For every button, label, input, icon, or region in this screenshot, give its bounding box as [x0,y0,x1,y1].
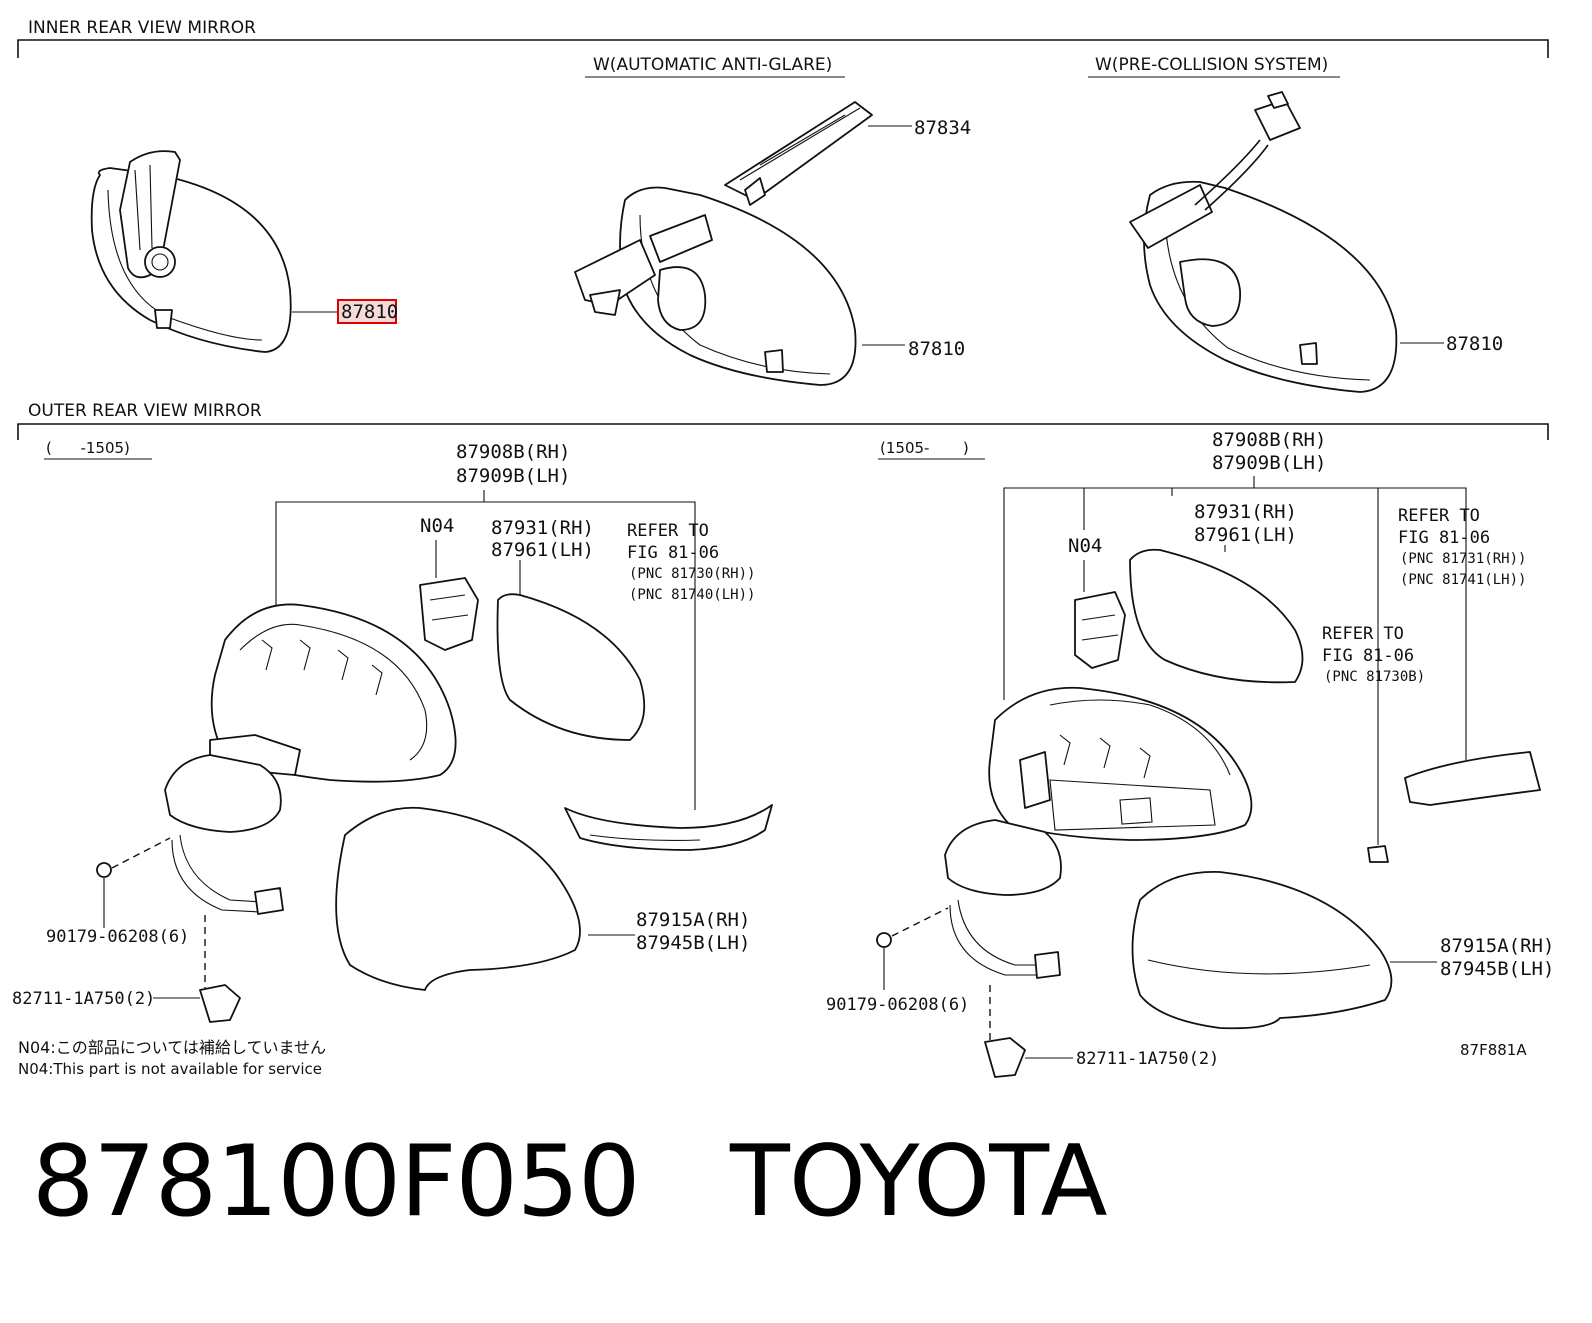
variant-anti-glare-label: W(AUTOMATIC ANTI-GLARE) [593,55,832,75]
label-refer-pnc-rh-left: (PNC 81730(RH)) [629,566,755,582]
label-87961-left: 87961(LH) [491,539,594,561]
label-87945b-left: 87945B(LH) [636,932,750,954]
label-87915a-left: 87915A(RH) [636,909,750,931]
diagram-code: 87F881A [1460,1041,1527,1059]
note-n04-japanese: N04:この部品については補給していません [18,1038,326,1057]
label-refer-pnc-rh-right: (PNC 81731(RH)) [1400,551,1526,567]
label-87909b-left: 87909B(LH) [456,465,570,487]
label-refer-b-pnc-right: (PNC 81730B) [1324,669,1425,685]
label-87931-right: 87931(RH) [1194,501,1297,523]
label-87908b-right: 87908B(RH) [1212,429,1326,451]
footer-brand: TOYOTA [730,1125,1108,1239]
highlight-box-87810 [337,299,397,324]
label-87945b-right: 87945B(LH) [1440,958,1554,980]
label-82711-left: 82711-1A750(2) [12,989,155,1009]
label-90179-right: 90179-06208(6) [826,995,969,1015]
part-label-87834: 87834 [914,117,971,139]
part-label-87810-highlight: 87810 [341,301,398,323]
range-left-label: ( -1505) [46,439,130,457]
label-87915a-right: 87915A(RH) [1440,935,1554,957]
inner-mirror-anti-glare [574,101,873,386]
label-87931-left: 87931(RH) [491,517,594,539]
inner-section-title: INNER REAR VIEW MIRROR [28,18,256,38]
footer-part-line: 878100F050 TOYOTA [32,1125,1108,1239]
note-n04-english: N04:This part is not available for servi… [18,1060,322,1078]
outer-mirror-right-assembly [876,476,1541,1078]
outer-mirror-left-assembly [96,490,773,1023]
inner-section-frame [17,39,1549,58]
label-refer-fig-left: FIG 81-06 [627,543,719,563]
inner-mirror-pre-collision [1129,91,1398,393]
label-n04-left: N04 [420,515,454,537]
variant-pre-collision-label: W(PRE-COLLISION SYSTEM) [1095,55,1328,75]
label-n04-right: N04 [1068,535,1102,557]
inner-mirror-standard [90,150,292,353]
range-right-label: (1505- ) [880,439,969,457]
label-82711-right: 82711-1A750(2) [1076,1049,1219,1069]
label-refer-b-fig-right: FIG 81-06 [1322,646,1414,666]
label-87961-right: 87961(LH) [1194,524,1297,546]
part-label-87810-c: 87810 [1446,333,1503,355]
label-refer-to-right: REFER TO [1398,506,1480,526]
label-refer-b-to-right: REFER TO [1322,624,1404,644]
label-refer-pnc-lh-right: (PNC 81741(LH)) [1400,572,1526,588]
footer-gap [640,1125,730,1239]
outer-section-frame [17,423,1549,440]
outer-section-title: OUTER REAR VIEW MIRROR [28,401,262,421]
label-90179-left: 90179-06208(6) [46,927,189,947]
part-label-87810-b: 87810 [908,338,965,360]
footer-part-number: 878100F050 [32,1125,641,1239]
label-refer-to-left: REFER TO [627,521,709,541]
label-refer-pnc-lh-left: (PNC 81740(LH)) [629,587,755,603]
label-87908b-left: 87908B(RH) [456,441,570,463]
label-refer-fig-right: FIG 81-06 [1398,528,1490,548]
label-87909b-right: 87909B(LH) [1212,452,1326,474]
